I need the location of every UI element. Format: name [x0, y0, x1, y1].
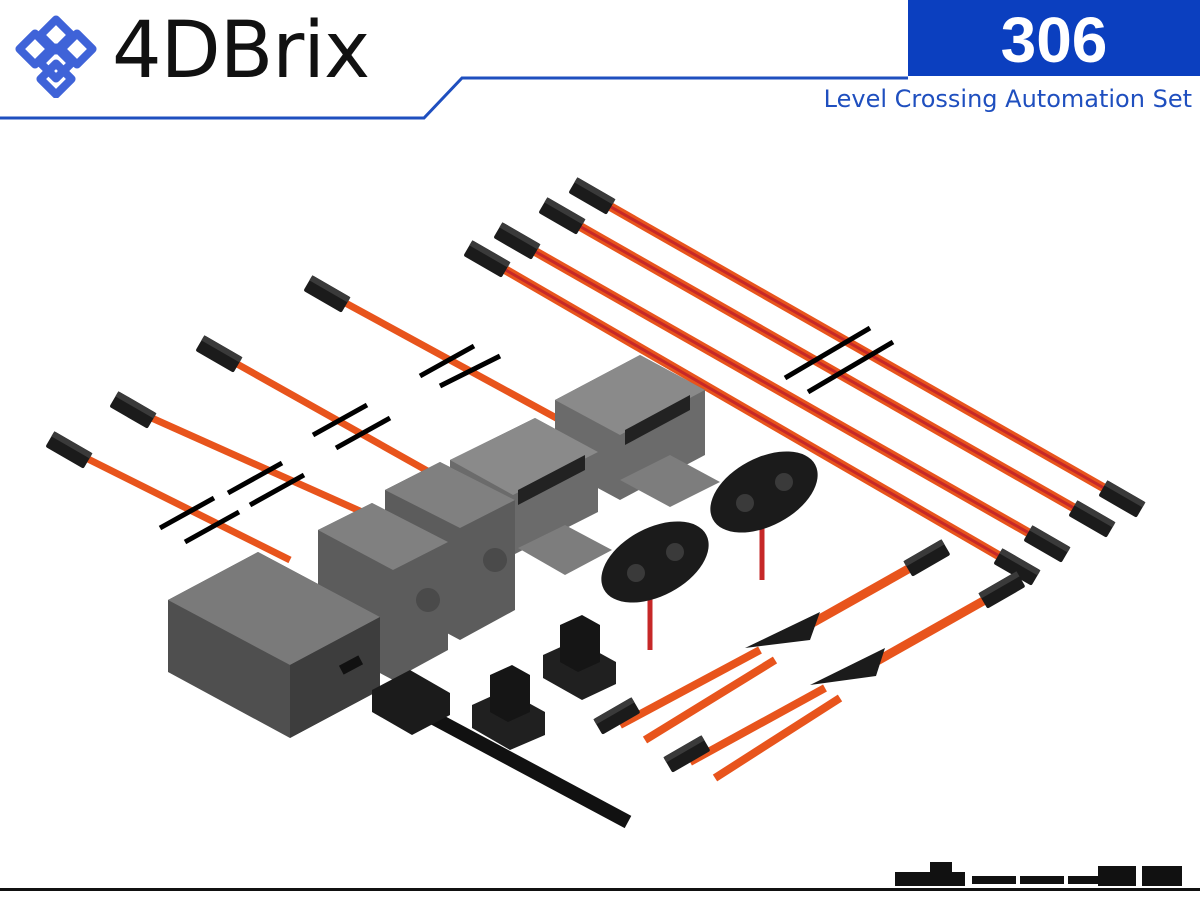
servo-cable	[143, 411, 382, 524]
y-splitter-cable	[663, 571, 1026, 782]
barrier-plate	[620, 455, 720, 507]
servo-cable	[78, 451, 292, 564]
servo-plug	[195, 335, 243, 373]
barrier-plate	[518, 525, 612, 575]
set-number-badge	[908, 0, 1200, 76]
ir-sensor	[710, 451, 818, 580]
knot-logo-icon	[15, 15, 97, 98]
sensor-bracket	[543, 615, 616, 700]
cable-break-marks	[783, 325, 895, 395]
extension-cable	[463, 240, 1041, 586]
header-decoration	[0, 0, 1200, 120]
set-title: Level Crossing Automation Set	[823, 85, 1192, 113]
extension-cable	[568, 177, 1146, 518]
servo-plug	[303, 275, 351, 313]
train-silhouette-icon	[895, 862, 1182, 886]
control-box	[168, 552, 380, 738]
extension-cable	[538, 197, 1116, 538]
y-splitter-cable	[593, 539, 951, 744]
ir-sensor	[601, 521, 709, 650]
set-number: 306	[1000, 4, 1108, 76]
sensor-bracket	[472, 665, 545, 750]
servo-plug	[109, 391, 157, 429]
product-illustration	[45, 177, 1146, 829]
header-rule	[0, 76, 908, 120]
footer-rule	[0, 888, 1200, 891]
extension-cable	[493, 222, 1071, 563]
servo-plug	[45, 431, 93, 469]
servo-cable	[228, 356, 442, 482]
usb-cable	[372, 670, 632, 829]
brand-wordmark: 4DBrix	[112, 6, 370, 96]
cable-break-marks	[158, 343, 502, 545]
